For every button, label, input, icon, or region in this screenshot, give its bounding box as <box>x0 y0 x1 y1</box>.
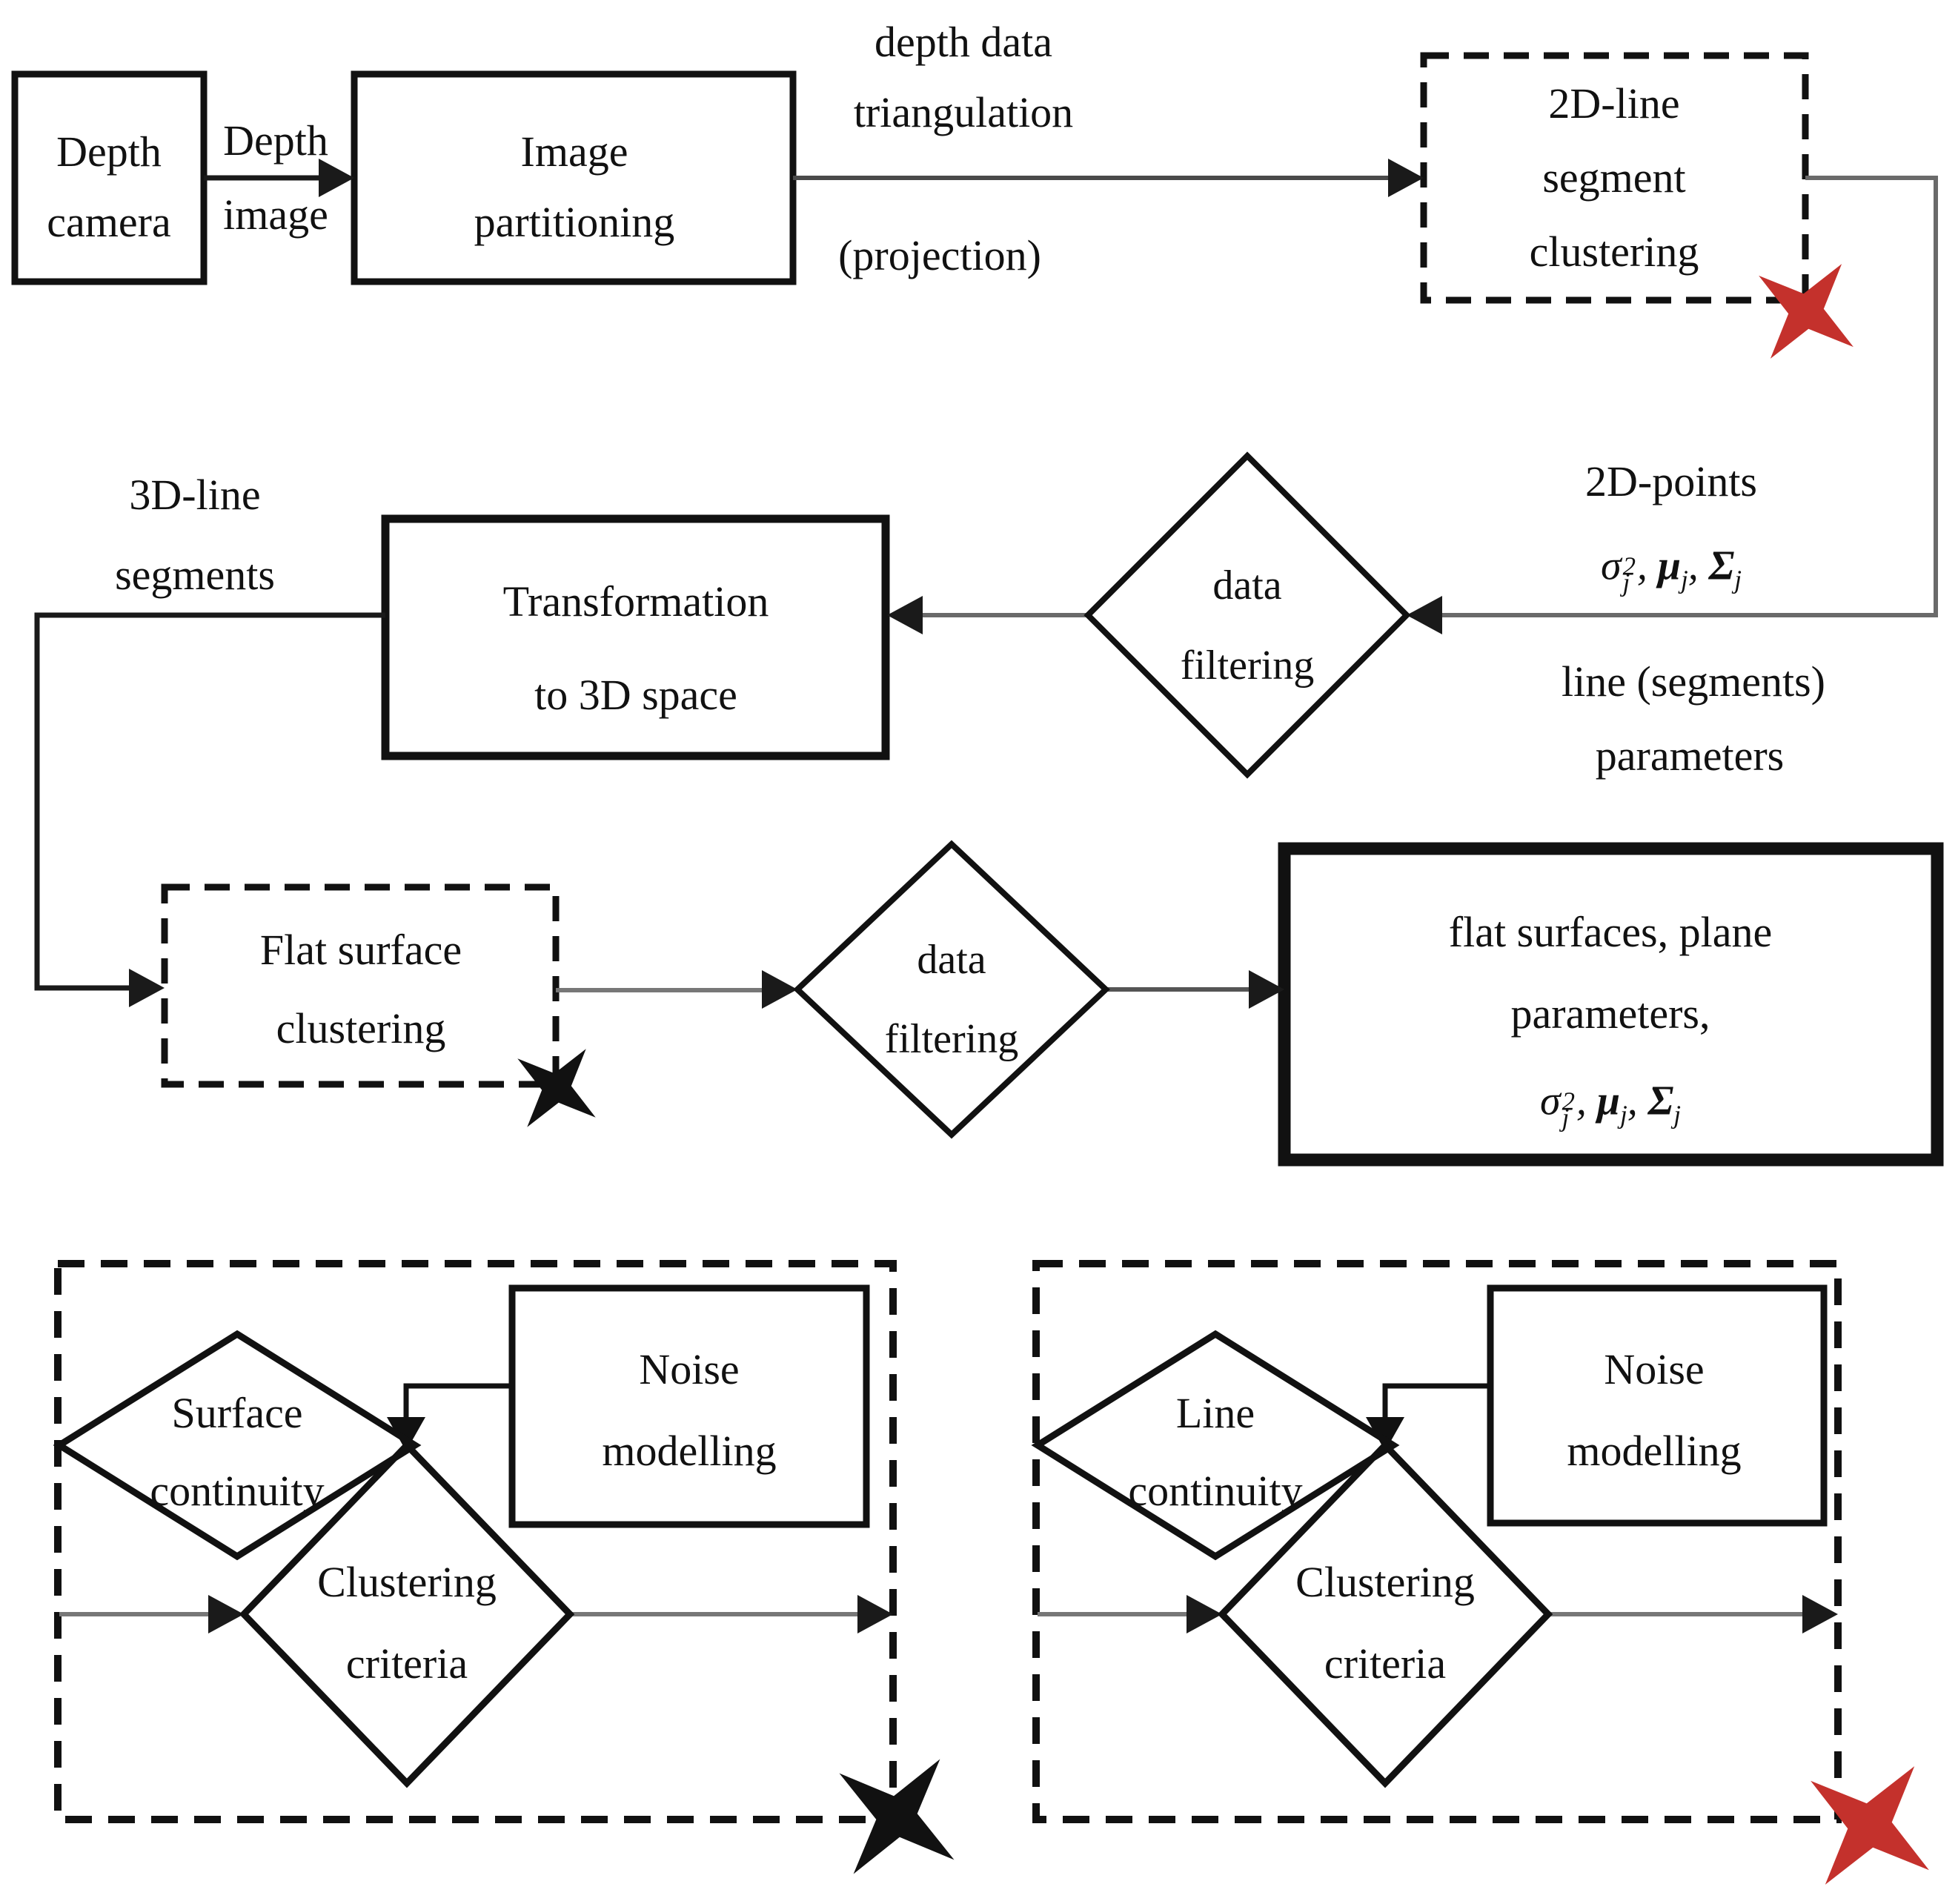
black-star-surface-container <box>839 1759 955 1874</box>
noise-modelling-left-label-line1: Noise <box>639 1345 740 1393</box>
data-filtering-1-label-line2: filtering <box>1180 643 1315 689</box>
clustering-criteria-left-label-line1: Clustering <box>317 1558 497 1606</box>
flat-surfaces-output-label-line1: flat surfaces, plane <box>1448 908 1773 956</box>
arrow-filtering-to-output-head <box>1249 970 1284 1009</box>
connector-transformation-to-flat-head <box>129 969 165 1007</box>
connector-noise-left-head <box>387 1417 425 1451</box>
clustering-criteria-right-label-line2: criteria <box>1324 1639 1447 1688</box>
line-continuity-diamond <box>1031 1330 1400 1561</box>
line2d-clustering-label-line3: clustering <box>1529 228 1699 276</box>
arrow-internal-left-head <box>208 1595 244 1633</box>
flat-surface-clustering-label-line1: Flat surface <box>259 926 462 974</box>
connector-clustering-to-filtering <box>1441 176 1938 617</box>
projection-label: (projection) <box>838 231 1041 279</box>
connector-noise-right <box>1382 1383 1490 1419</box>
arrow-internal-right-head <box>1187 1595 1222 1633</box>
clustering-criteria-left-label-line2: criteria <box>345 1639 468 1688</box>
connector-noise-left <box>403 1383 512 1419</box>
surface-continuity-label-line1: Surface <box>171 1389 303 1437</box>
flat-surfaces-output-box <box>1278 842 1944 1167</box>
black-star-flat-clustering <box>517 1049 596 1127</box>
segments3d-label-line1: 3D-line <box>129 471 261 519</box>
connector-transformation-to-flat <box>34 612 385 991</box>
flat-surface-clustering-dashed-box <box>161 883 560 1088</box>
flat-surfaces-output-label-line2: parameters, <box>1510 989 1710 1038</box>
depth-camera-box <box>11 70 208 285</box>
flat-surface-clustering-label-line2: clustering <box>276 1004 446 1052</box>
image-partitioning-label-line2: partitioning <box>474 198 675 246</box>
clustering-criteria-left-diamond <box>239 1440 575 1788</box>
noise-modelling-right-label-line2: modelling <box>1567 1427 1742 1475</box>
transformation-label-line2: to 3D space <box>534 671 737 719</box>
surface-continuity-diamond <box>53 1330 422 1561</box>
line2d-clustering-label-line2: segment <box>1542 153 1686 202</box>
line-segments-label-line2: parameters <box>1595 732 1785 780</box>
clustering-criteria-right-diamond <box>1217 1440 1553 1788</box>
triangulation-label-line2: triangulation <box>853 88 1074 136</box>
arrow-flat-to-filtering-head <box>762 970 797 1009</box>
line2d-clustering-label-line1: 2D-line <box>1548 79 1680 127</box>
depth-camera-label-line1: Depth <box>56 127 162 176</box>
transformation-box <box>381 514 890 760</box>
image-partitioning-label-line1: Image <box>520 127 628 176</box>
noise-modelling-right-box <box>1487 1284 1828 1527</box>
line-clustering-detail-container <box>1032 1260 1842 1823</box>
segments3d-label-line2: segments <box>115 551 275 599</box>
transformation-label-line1: Transformation <box>502 577 769 626</box>
data-filtering-1-diamond <box>1083 451 1411 779</box>
arrow-output-right-head <box>1802 1595 1838 1633</box>
clustering-criteria-right-label-line1: Clustering <box>1295 1558 1475 1606</box>
image-partitioning-box <box>351 70 797 285</box>
red-star-line-container <box>1811 1766 1929 1885</box>
depth-image-label-line1: Depth <box>223 116 328 165</box>
connector-noise-right-head <box>1366 1417 1404 1451</box>
noise-modelling-left-box <box>508 1284 870 1528</box>
data-filtering-2-diamond <box>793 840 1110 1139</box>
noise-modelling-right-label-line1: Noise <box>1604 1345 1705 1393</box>
line-continuity-label-line2: continuity <box>1128 1467 1303 1515</box>
connector-clustering-to-filtering-head <box>1407 596 1442 634</box>
arrow-depth-image-head <box>319 159 354 197</box>
points2d-label: 2D-points <box>1585 457 1757 505</box>
noise-modelling-left-label-line2: modelling <box>602 1427 777 1475</box>
surface-continuity-label-line2: continuity <box>150 1467 325 1515</box>
surface-clustering-detail-container <box>54 1260 897 1823</box>
triangulation-label-line1: depth data <box>875 18 1052 66</box>
line-segments-label-line1: line (segments) <box>1562 657 1825 706</box>
depth-image-label-line2: image <box>223 190 328 239</box>
arrow-triangulation-head <box>1388 159 1424 197</box>
arrow-filtering-to-transformation-head <box>887 596 923 634</box>
outlier-star-markers <box>517 264 1929 1885</box>
data-filtering-1-label-line1: data <box>1212 563 1282 608</box>
data-filtering-2-label-line1: data <box>917 937 986 983</box>
data-filtering-2-label-line2: filtering <box>884 1016 1019 1062</box>
red-star-line2d-clustering <box>1759 264 1854 359</box>
arrow-output-left-head <box>857 1595 893 1633</box>
line-continuity-label-line1: Line <box>1175 1389 1255 1437</box>
depth-camera-label-line2: camera <box>47 198 171 246</box>
